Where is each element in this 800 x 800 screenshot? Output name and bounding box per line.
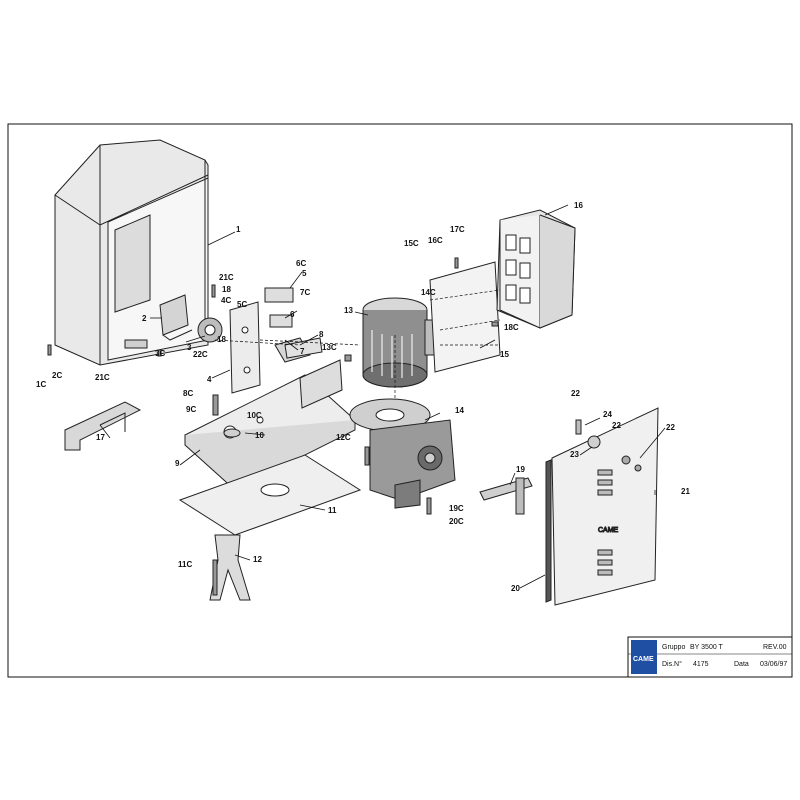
brand-logo bbox=[631, 640, 657, 674]
cover-brand-text: CAME bbox=[598, 527, 619, 534]
callout-7: 7 bbox=[300, 347, 305, 356]
title-block: CAME Gruppo BY 3500 T REV.00 Dis.N° 4175… bbox=[627, 636, 793, 678]
callout-21C-b: 21C bbox=[95, 373, 110, 382]
callout-24: 24 bbox=[603, 410, 612, 419]
callout-6: 6 bbox=[290, 310, 295, 319]
control-panel-plate bbox=[429, 261, 501, 373]
callout-9: 9 bbox=[175, 459, 180, 468]
lower-base-plate bbox=[178, 454, 362, 536]
callout-2: 2 bbox=[142, 314, 147, 323]
callout-4: 4 bbox=[207, 375, 212, 384]
callout-8C: 8C bbox=[183, 389, 193, 398]
callout-13: 13 bbox=[344, 306, 353, 315]
callout-22-b: 22 bbox=[612, 421, 621, 430]
callout-20: 20 bbox=[511, 584, 520, 593]
base-plate bbox=[184, 359, 356, 491]
callout-15: 15 bbox=[500, 350, 509, 359]
leader-lines bbox=[99, 204, 666, 589]
callout-23: 23 bbox=[570, 450, 579, 459]
date-label: Data bbox=[734, 661, 749, 668]
callout-10C: 10C bbox=[247, 411, 262, 420]
callout-22-a: 22 bbox=[571, 389, 580, 398]
callout-18: 18 bbox=[222, 285, 231, 294]
callout-15C: 15C bbox=[404, 239, 419, 248]
callout-12C: 12C bbox=[336, 433, 351, 442]
electric-motor bbox=[362, 297, 444, 388]
callout-5C: 5C bbox=[237, 300, 247, 309]
callout-11: 11 bbox=[328, 506, 337, 515]
callout-8: 8 bbox=[319, 330, 324, 339]
callout-6C: 6C bbox=[296, 259, 306, 268]
mounting-plate bbox=[229, 301, 261, 394]
callout-17C: 17C bbox=[450, 225, 465, 234]
callout-14C: 14C bbox=[421, 288, 436, 297]
callout-5: 5 bbox=[302, 269, 307, 278]
drawing-number-value: 4175 bbox=[693, 661, 709, 668]
callout-4C: 4C bbox=[221, 296, 231, 305]
gruppo-label: Gruppo bbox=[662, 644, 685, 651]
bracket-part bbox=[159, 294, 193, 341]
drawing-number-label: Dis.N° bbox=[662, 660, 682, 668]
callout-20C: 20C bbox=[449, 517, 464, 526]
callout-9C: 9C bbox=[186, 405, 196, 414]
callout-11C: 11C bbox=[178, 560, 192, 569]
washer-part bbox=[223, 428, 241, 438]
callout-16: 16 bbox=[574, 201, 583, 210]
callout-18C: 18C bbox=[504, 323, 519, 332]
brand-logo-text: CAME bbox=[633, 656, 654, 663]
assembly-lines bbox=[214, 289, 501, 400]
callout-21: 21 bbox=[681, 487, 690, 496]
callout-12: 12 bbox=[253, 555, 262, 564]
callout-16C: 16C bbox=[428, 236, 443, 245]
date-value: 03/06/97 bbox=[760, 661, 787, 668]
callout-3: 3 bbox=[187, 343, 192, 352]
front-cover: CAME bbox=[551, 407, 659, 606]
callout-14: 14 bbox=[455, 406, 464, 415]
callout-1: 1 bbox=[236, 225, 241, 234]
callout-19C: 19C bbox=[449, 504, 464, 513]
callout-2C: 2C bbox=[52, 371, 62, 380]
gear-reducer bbox=[349, 398, 456, 509]
release-lever bbox=[479, 477, 533, 515]
lock-hardware bbox=[575, 419, 642, 472]
callout-10: 10 bbox=[255, 431, 264, 440]
revision-label: REV.00 bbox=[763, 644, 787, 651]
housing-cabinet bbox=[54, 139, 209, 366]
fasteners bbox=[47, 257, 499, 596]
callout-3C: 3C bbox=[155, 349, 165, 358]
callout-17: 17 bbox=[96, 433, 105, 442]
callout-22C: 22C bbox=[193, 350, 208, 359]
callout-18-lower: 18 bbox=[217, 335, 226, 344]
callout-1C: 1C bbox=[36, 380, 46, 389]
callout-7C: 7C bbox=[300, 288, 310, 297]
control-box bbox=[496, 209, 576, 329]
callout-21C-a: 21C bbox=[219, 273, 234, 282]
callout-22-c: 22 bbox=[666, 423, 675, 432]
cover-side-profile bbox=[545, 459, 552, 603]
gruppo-value: BY 3500 T bbox=[690, 644, 724, 651]
callout-13C: 13C bbox=[322, 343, 337, 352]
rail-guide bbox=[64, 401, 142, 451]
drawing-frame bbox=[7, 123, 793, 678]
callout-19: 19 bbox=[516, 465, 525, 474]
